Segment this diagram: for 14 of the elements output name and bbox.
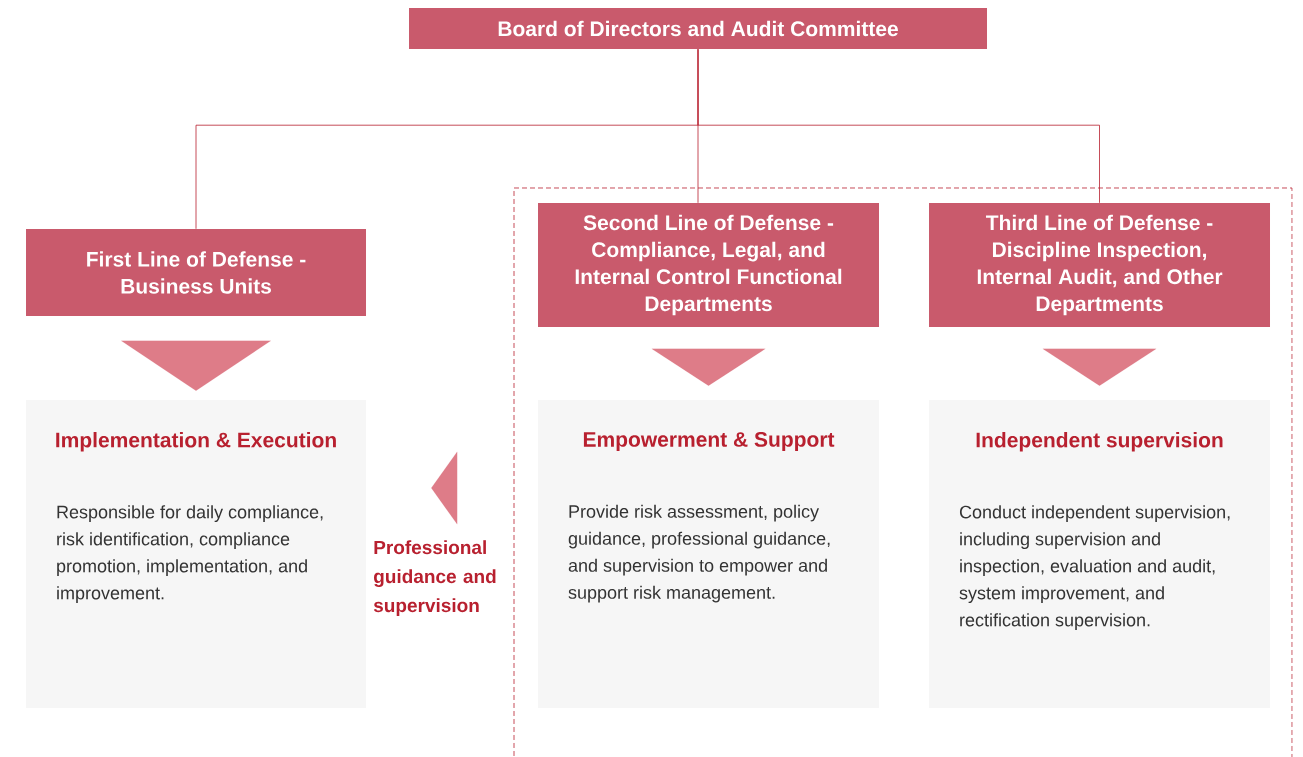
text-card: Implementation & Execution Responsible for daily compliance, risk identification, compliance promotion, implementation, and improvement. (26, 400, 366, 708)
dashed-region (513, 187, 1293, 757)
arrow (121, 340, 271, 391)
connector-line (697, 48, 1100, 204)
title-box: Third Line of Defense - Discipline Inspection, Internal Audit, and Other Departments (929, 203, 1270, 327)
title-box: First Line of Defense - Business Units (26, 229, 366, 316)
arrow (431, 451, 458, 525)
text-card: Independent supervision Conduct independent supervision, including supervision and inspection, evaluation and audit, system improvement, and rectification supervision. (929, 400, 1270, 708)
edge-label: Professional guidance and supervision (373, 540, 496, 616)
arrow (1042, 348, 1157, 386)
title-box: Board of Directors and Audit Committee (409, 8, 987, 49)
title-box: Second Line of Defense - Compliance, Legal, and Internal Control Functional Departments (538, 203, 879, 327)
text-card: Empowerment & Support Provide risk assessment, policy guidance, professional guidance, and supervision to empower and support risk management. (538, 400, 879, 708)
arrow (651, 348, 766, 386)
